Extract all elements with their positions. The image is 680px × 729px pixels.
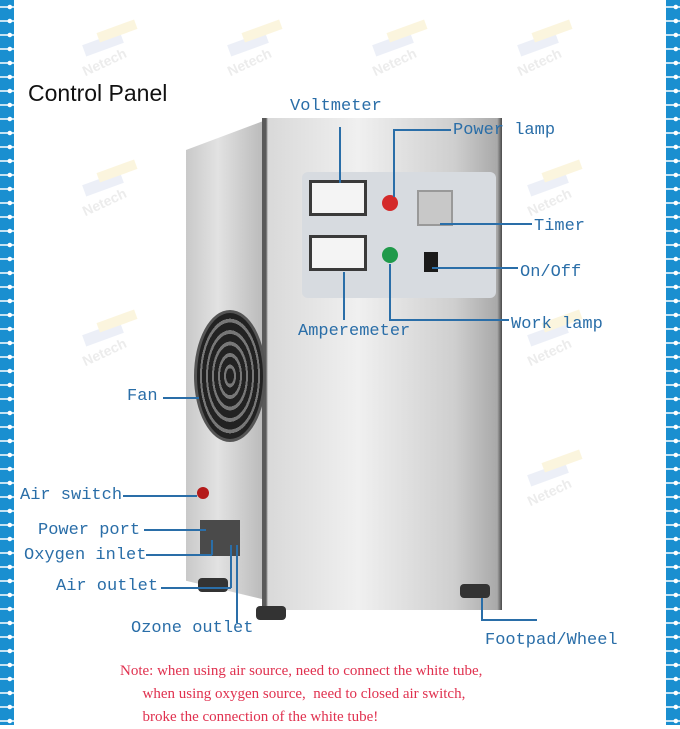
- note-line: when using oxygen source, need to closed…: [120, 686, 466, 702]
- leader-line: [123, 495, 197, 497]
- leader-line: [481, 619, 537, 621]
- footpad: [460, 584, 490, 598]
- label-on-off: On/Off: [520, 263, 582, 282]
- label-work-lamp: Work lamp: [511, 315, 603, 334]
- voltmeter-gauge: [309, 180, 367, 216]
- note-line: broke the connection of the white tube!: [120, 709, 379, 725]
- leader-line: [146, 554, 212, 556]
- footpad: [198, 578, 228, 592]
- leader-line: [432, 267, 518, 269]
- label-oxygen-inlet: Oxygen inlet: [24, 546, 147, 565]
- leader-line: [236, 545, 238, 623]
- leader-line: [144, 529, 206, 531]
- label-voltmeter: Voltmeter: [290, 97, 382, 116]
- fan-grille: [194, 310, 266, 442]
- leader-line: [389, 264, 391, 320]
- air-switch-button: [197, 487, 209, 499]
- leader-line: [211, 540, 213, 555]
- label-amperemeter: Amperemeter: [298, 322, 411, 341]
- leader-line: [440, 223, 532, 225]
- label-air-switch: Air switch: [20, 486, 123, 505]
- leader-line: [161, 587, 231, 589]
- footpad: [256, 606, 286, 620]
- label-footpad-wheel: Footpad/Wheel: [485, 631, 618, 650]
- page-title: Control Panel: [28, 80, 168, 106]
- work-lamp-indicator: [382, 247, 398, 263]
- watermark-logo: Netech: [520, 449, 590, 520]
- amperemeter-gauge: [309, 235, 367, 271]
- usage-note: Note: when using air source, need to con…: [120, 660, 482, 729]
- leader-line: [343, 272, 345, 320]
- label-fan: Fan: [127, 387, 158, 406]
- leader-line: [230, 545, 232, 588]
- watermark-logo: Netech: [75, 309, 145, 380]
- label-power-lamp: Power lamp: [453, 121, 556, 140]
- label-timer: Timer: [534, 217, 586, 236]
- leader-line: [339, 127, 341, 183]
- label-ozone-outlet: Ozone outlet: [131, 619, 254, 638]
- leader-line: [389, 319, 509, 321]
- ports-recess: [200, 520, 240, 556]
- watermark-logo: Netech: [365, 19, 435, 90]
- leader-line: [393, 129, 395, 197]
- leader-line: [393, 129, 451, 131]
- watermark-logo: Netech: [220, 19, 290, 90]
- decorative-border-right: [666, 0, 680, 725]
- watermark-logo: Netech: [510, 19, 580, 90]
- leader-line: [163, 397, 199, 399]
- timer-display: [417, 190, 453, 226]
- note-line: Note: when using air source, need to con…: [120, 663, 483, 679]
- on-off-switch: [424, 252, 438, 272]
- power-lamp-indicator: [382, 195, 398, 211]
- label-air-outlet: Air outlet: [56, 577, 159, 596]
- label-power-port: Power port: [38, 521, 141, 540]
- watermark-logo: Netech: [75, 159, 145, 230]
- decorative-border-left: [0, 0, 14, 725]
- leader-line: [481, 598, 483, 620]
